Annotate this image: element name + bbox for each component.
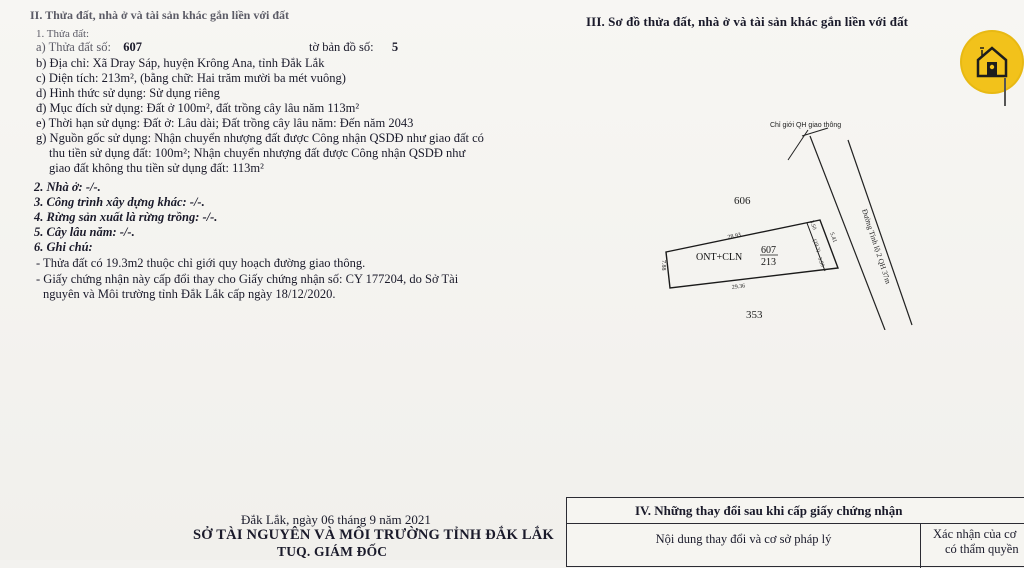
note-2a: - Giấy chứng nhận này cấp đổi thay cho G… — [36, 272, 459, 286]
note-1: - Thửa đất có 19.3m2 thuộc chỉ giới quy … — [36, 256, 366, 270]
other-works-line: 3. Công trình xây dựng khác: -/-. — [34, 195, 205, 209]
role-title: TUQ. GIÁM ĐỐC — [277, 544, 388, 559]
dim-bottom: 29.36 — [732, 283, 746, 291]
dim-right: 5.41 — [828, 232, 837, 244]
area-line: c) Diện tích: 213m², (bằng chữ: Hai trăm… — [36, 71, 346, 85]
parcel-type: ONT+CLN — [696, 252, 742, 263]
parcel-no-value: 607 — [123, 40, 142, 54]
dim-right-bottom: 3.50 — [816, 257, 825, 268]
road-label: Đường Tỉnh lộ 2 QH 37m — [860, 208, 893, 285]
road-edge-right — [847, 139, 913, 326]
section3-title: III. Sơ đồ thửa đất, nhà ở và tài sản kh… — [586, 14, 909, 29]
section2-title: II. Thửa đất, nhà ở và tài sản khác gắn … — [30, 8, 290, 22]
changes-table: IV. Những thay đổi sau khi cấp giấy chứn… — [566, 497, 1024, 568]
parcel-area: 213 — [761, 257, 776, 268]
dim-inner: (19.3) — [811, 238, 822, 253]
usage-form-line: d) Hình thức sử dụng: Sử dụng riêng — [36, 86, 220, 100]
parcel-353-label: 353 — [746, 309, 763, 321]
changes-table-title: IV. Những thay đổi sau khi cấp giấy chứn… — [567, 498, 1024, 524]
parcel-label: 1. Thửa đất: — [36, 28, 90, 40]
house-key-icon — [976, 46, 1008, 78]
term-line: e) Thời hạn sử dụng: Đất ở: Lâu dài; Đất… — [36, 116, 414, 130]
parcel-no-label: a) Thửa đất số: — [36, 40, 111, 54]
perennial-line: 5. Cây lâu năm: -/-. — [34, 225, 135, 239]
purpose-line: đ) Mục đích sử dụng: Đất ở 100m², đất tr… — [36, 101, 360, 115]
parcel-diagram: Chỉ giới QH giao thông Đường Tỉnh lộ 2 Q… — [660, 121, 913, 330]
origin-line-2: thu tiền sử dụng đất: 100m²; Nhận chuyển… — [49, 146, 466, 160]
road-top-cap — [801, 127, 829, 137]
notes-title: 6. Ghi chú: — [34, 240, 93, 254]
map-sheet-row: tờ bản đồ số: 5 — [309, 40, 398, 55]
parcel-607-outline — [665, 219, 839, 289]
forest-line: 4. Rừng sản xuất là rừng trồng: -/-. — [34, 210, 218, 224]
note-2b: nguyên và Môi trường tỉnh Đắk Lắk cấp ng… — [43, 287, 336, 301]
dim-left: 7.88 — [660, 260, 666, 271]
house-line: 2. Nhà ở: -/-. — [34, 180, 101, 194]
boundary-label: Chỉ giới QH giao thông — [770, 121, 841, 129]
map-sheet-label: tờ bản đồ số: — [309, 40, 374, 54]
changes-col-confirm: Xác nhận của cơ có thẩm quyền — [921, 524, 1024, 568]
boundary-leader — [787, 129, 809, 161]
confirm-line-2: có thẩm quyền — [945, 542, 1019, 556]
origin-line-1: g) Nguồn gốc sử dụng: Nhận chuyển nhượng… — [36, 131, 484, 145]
parcel-number: 607 — [761, 245, 776, 256]
origin-line-3: giao đất không thu tiền sử dụng đất: 113… — [49, 161, 264, 175]
agency-name: SỞ TÀI NGUYÊN VÀ MÔI TRƯỜNG TỈNH ĐẮK LẮK — [193, 527, 554, 543]
parcel-606-label: 606 — [734, 195, 751, 207]
scroll-indicator[interactable] — [1004, 78, 1006, 106]
road-edge-left — [809, 135, 886, 330]
map-sheet-value: 5 — [391, 40, 399, 54]
planning-boundary — [806, 222, 826, 272]
changes-col-content: Nội dung thay đổi và cơ sở pháp lý — [567, 524, 921, 568]
dim-top: 28.93 — [727, 232, 741, 241]
parcel-number-row: a) Thửa đất số: 607 — [36, 40, 142, 55]
watermark-logo — [962, 32, 1022, 92]
dim-right-top: 3.50 — [808, 220, 817, 231]
address-line: b) Địa chỉ: Xã Dray Sáp, huyện Krông Ana… — [36, 56, 325, 70]
date-line: Đắk Lắk, ngày 06 tháng 9 năm 2021 — [241, 512, 431, 527]
confirm-line-1: Xác nhận của cơ — [933, 527, 1017, 541]
